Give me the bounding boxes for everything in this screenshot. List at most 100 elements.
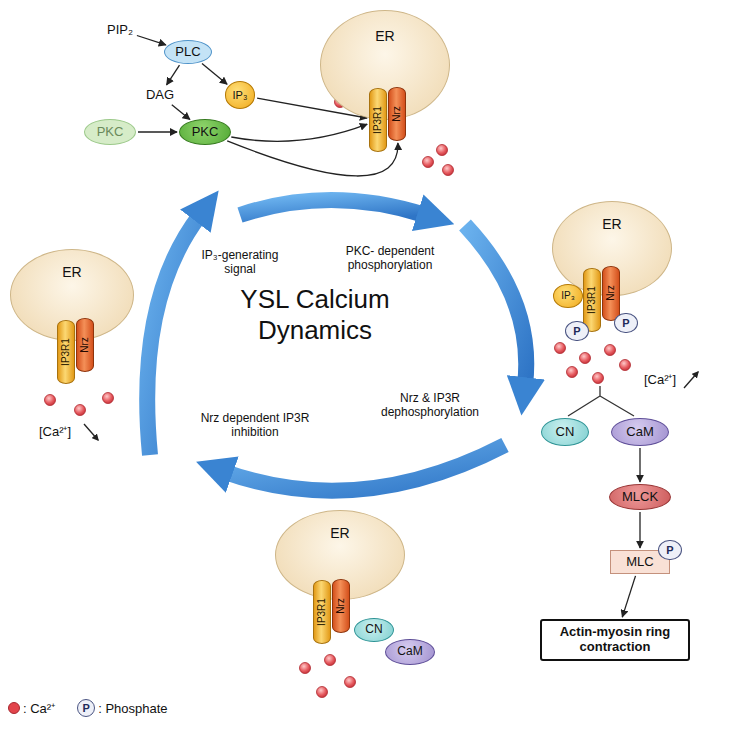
text-node: DAG [144,87,176,104]
phosphate-circle: P [614,313,637,334]
legend-text: : Ca²⁺ [23,699,55,717]
calcium-ion [423,157,434,168]
signal-arrow [639,448,640,482]
cycle-arrow [147,215,200,455]
node-text: IP3R1 [372,106,384,134]
node-text: DAG [146,88,174,103]
signal-arrow [639,512,640,548]
node-text: CaM [397,645,422,659]
node-text: CN [556,425,575,440]
nrz-protein: Nrz [602,266,620,321]
node-text: P [666,544,673,557]
messenger-circle: IP₃ [553,284,583,308]
phosphate-symbol: P [83,702,90,714]
node-text: CaM [626,425,653,440]
node-text: P [622,317,629,330]
node-text: Nrz [335,598,347,614]
cycle-title: YSL Calcium Dynamics [200,284,430,346]
node-text: ER [62,264,81,280]
decrease-arrow [84,424,98,440]
node-text: PKC [97,125,124,140]
node-text: PIP₂ [107,23,133,38]
calcium-ion [567,367,578,378]
er-organelle: ERIP3R1Nrz [275,510,405,600]
node-text: IP₃ [233,89,248,102]
step-label: Nrz & IP3R dephosphorylation [368,391,493,420]
legend-text: : Phosphate [98,701,167,716]
calcium-swatch [8,702,20,714]
node-text: PKC [192,125,219,140]
receptor-channel: IP3R1 [369,88,387,152]
enzyme-ellipse: PLC [164,40,212,64]
node-text: Nrz [391,106,403,122]
step-label: PKC- dependent phosphorylation [328,244,453,273]
node-text: MLC [626,555,653,570]
receptor-channel: IP3R1 [313,580,331,644]
node-text: ER [602,216,621,232]
kinase-ellipse: PKC [179,119,231,145]
nrz-protein: Nrz [388,87,406,141]
step-label: Nrz dependent IP3R inhibition [195,411,315,440]
signal-arrow [137,36,166,45]
calcium-ion [345,677,356,688]
calcium-ion [443,165,454,176]
messenger-circle: IP₃ [225,81,256,109]
calcium-ion [325,655,336,666]
cycle-arrow [225,445,505,491]
calcium-level: [Ca²⁺] [644,372,676,388]
protein-box: MLCP [610,550,670,574]
receptor-channel: IP3R1 [57,320,75,384]
calcium-ion [317,687,328,698]
calcineurin-ellipse: CN [541,418,589,446]
node-text: IP3R1 [60,338,72,366]
calcium-split-line [568,386,634,416]
text-node: PIP₂ [105,22,135,39]
calcium-ion [103,393,114,404]
phosphate-circle: P [658,540,681,561]
cycle-arrow [240,200,425,215]
legend: : Ca²⁺ P : Phosphate [8,699,168,717]
node-text: CN [365,623,382,637]
node-text: P [573,325,580,338]
calcium-ion [580,353,591,364]
calcium-ion [605,345,616,356]
receptor-channel: IP3R1 [583,268,601,332]
signal-arrow [622,576,635,617]
calcineurin-ellipse: CN [354,618,394,642]
calcium-ion [45,395,56,406]
er-organelle: ERIP3R1Nrz [10,249,134,341]
step-label: IP₃-generating signal [192,248,288,277]
node-text: Actin-myosin ring contraction [548,625,682,655]
phosphate-swatch: P [77,699,95,717]
calcium-ion [555,343,566,354]
increase-arrow [684,372,698,388]
node-text: IP₃ [561,290,575,302]
node-text: IP3R1 [586,286,598,314]
calcium-ion [300,663,311,674]
nrz-protein: Nrz [76,318,94,372]
kinase-ellipse: PKC [84,119,136,145]
signal-arrow [231,124,367,141]
node-text: Nrz [79,337,91,353]
outcome-box: Actin-myosin ring contraction [540,619,690,661]
signal-arrow [172,105,190,120]
node-text: ER [375,28,394,44]
signal-arrow [202,64,227,85]
node-text: IP3R1 [316,598,328,626]
calcium-ion [593,373,604,384]
er-organelle: ERIP₃IP3R1NrzPP [552,201,672,296]
er-organelle: ERIP3R1Nrz [320,10,450,120]
calcium-ion [437,145,448,156]
cycle-arrow [465,225,526,385]
node-text: ER [330,525,349,541]
signal-arrow [167,65,180,85]
calcium-ion [75,405,86,416]
calmodulin-ellipse: CaM [385,639,435,665]
calcium-level: [Ca²⁺] [39,424,71,440]
calcium-ion [620,360,631,371]
node-text: Nrz [605,285,617,301]
node-text: MLCK [622,490,658,505]
node-text: PLC [175,45,200,60]
kinase-ellipse: MLCK [609,484,671,510]
calmodulin-ellipse: CaM [611,418,669,446]
